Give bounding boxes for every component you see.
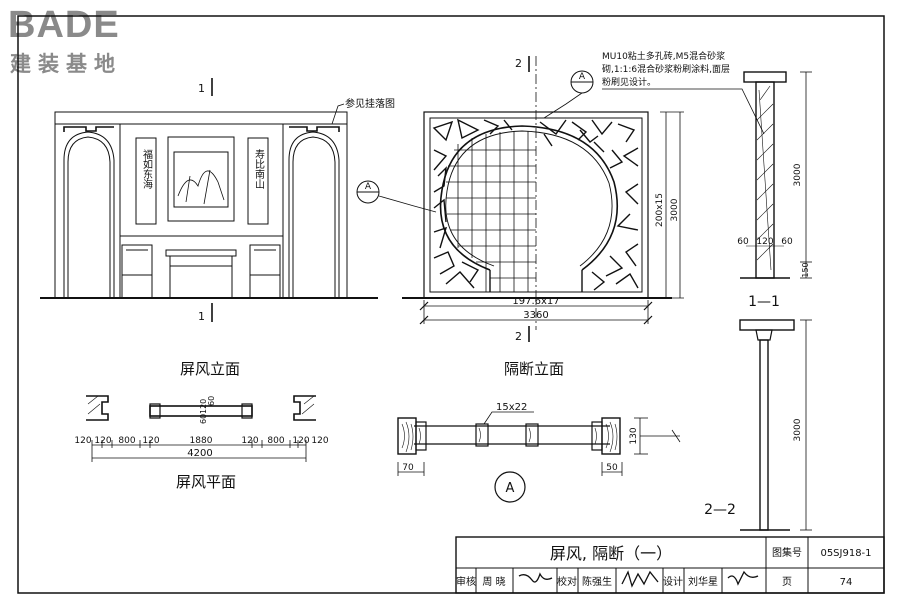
- design-label: 设计: [663, 575, 683, 588]
- plan-dim-6: 120: [241, 436, 258, 446]
- screen-section-mark-bottom: 1: [198, 310, 205, 323]
- dim-grid-vertical: 200x15: [655, 193, 665, 227]
- title-block: [455, 536, 885, 594]
- partition-elevation: [356, 56, 684, 342]
- section-1-1-dim-height: 3000: [793, 163, 803, 186]
- screen-note: 参见挂落图: [345, 97, 395, 110]
- detail-a-dim-left: 70: [402, 463, 414, 473]
- plan-dim-vertical-3: 60: [207, 396, 216, 406]
- screen-elevation: [40, 78, 378, 322]
- material-note-line-3: 粉刷见设计。: [602, 76, 656, 88]
- partition-callout-a-left: A: [365, 182, 372, 192]
- logo-word: BADE: [8, 4, 120, 46]
- page-label: 页: [782, 576, 792, 588]
- plan-dim-3: 800: [118, 436, 135, 446]
- section-1-1: [740, 71, 812, 279]
- atlas-number: 05SJ918-1: [820, 548, 871, 559]
- section-2-2-title: 2—2: [704, 502, 736, 518]
- checker-name: 陈强生: [582, 575, 612, 588]
- section-1-1-dim-mid: 120: [756, 237, 773, 247]
- partition-grid: [446, 131, 536, 292]
- plan-dim-total: 4200: [187, 448, 212, 459]
- detail-a: [397, 411, 681, 503]
- review-label: 审核: [456, 575, 476, 588]
- signatures: [518, 570, 759, 588]
- screen-plan: [86, 395, 316, 462]
- screen-plan-title: 屏风平面: [176, 473, 236, 491]
- plan-dim-9: 120: [311, 436, 328, 446]
- partition-section-mark-bottom: 2: [515, 330, 522, 343]
- partition-callout-a-top: A: [579, 72, 586, 82]
- material-note-line-1: MU10粘土多孔砖,M5混合砂浆: [602, 50, 725, 62]
- plan-dim-vertical-1: 60: [199, 414, 208, 424]
- screen-section-mark-top: 1: [198, 82, 205, 95]
- plan-dim-7: 800: [267, 436, 284, 446]
- plan-dim-5: 1880: [190, 436, 213, 446]
- plan-dim-1: 120: [74, 436, 91, 446]
- dim-grid-horizontal: 197.6x17: [512, 296, 559, 307]
- designer-name: 刘华星: [688, 575, 718, 588]
- section-2-2: [739, 319, 812, 531]
- section-1-1-title: 1—1: [748, 294, 780, 310]
- logo-subtitle: 建装基地: [10, 52, 122, 76]
- section-1-1-dim-right: 60: [781, 237, 793, 247]
- section-1-1-dim-base: 150: [801, 262, 810, 277]
- dim-partition-height: 3000: [670, 198, 680, 221]
- reviewer-name: 周 晓: [482, 576, 505, 588]
- logo: BADE 建装基地: [6, 4, 156, 76]
- drawing-title: 屏风, 隔断（一）: [550, 544, 672, 563]
- detail-a-dim-bar: 15x22: [496, 402, 527, 413]
- couplet-left: 福如东海: [141, 148, 153, 190]
- detail-a-dim-right: 50: [606, 463, 618, 473]
- screen-elevation-title: 屏风立面: [180, 360, 240, 378]
- partition-section-mark-top: 2: [515, 57, 522, 70]
- detail-a-label: A: [506, 481, 515, 496]
- dim-partition-width: 3360: [523, 310, 548, 321]
- section-2-2-dim-height: 3000: [793, 418, 803, 441]
- page-number: 74: [840, 577, 853, 588]
- cracked-ice-lattice: [432, 118, 639, 291]
- plan-dim-8: 120: [292, 436, 309, 446]
- atlas-label: 图集号: [772, 546, 802, 559]
- plan-dimension-row: 120 120 800 120 1880 120 800 120 120: [74, 436, 328, 446]
- plan-dim-vertical-2: 120: [199, 399, 208, 414]
- detail-a-dim-height: 130: [629, 427, 639, 444]
- section-1-1-dim-left: 60: [737, 237, 749, 247]
- partition-elevation-title: 隔断立面: [504, 360, 564, 378]
- plan-dim-2: 120: [94, 436, 111, 446]
- couplet-right: 寿比南山: [253, 148, 265, 189]
- plan-dim-4: 120: [142, 436, 159, 446]
- sheet-border: [17, 15, 885, 594]
- check-label: 校对: [557, 575, 577, 588]
- material-note-line-2: 砌,1:1:6混合砂浆粉刷涂料,面层: [602, 63, 730, 75]
